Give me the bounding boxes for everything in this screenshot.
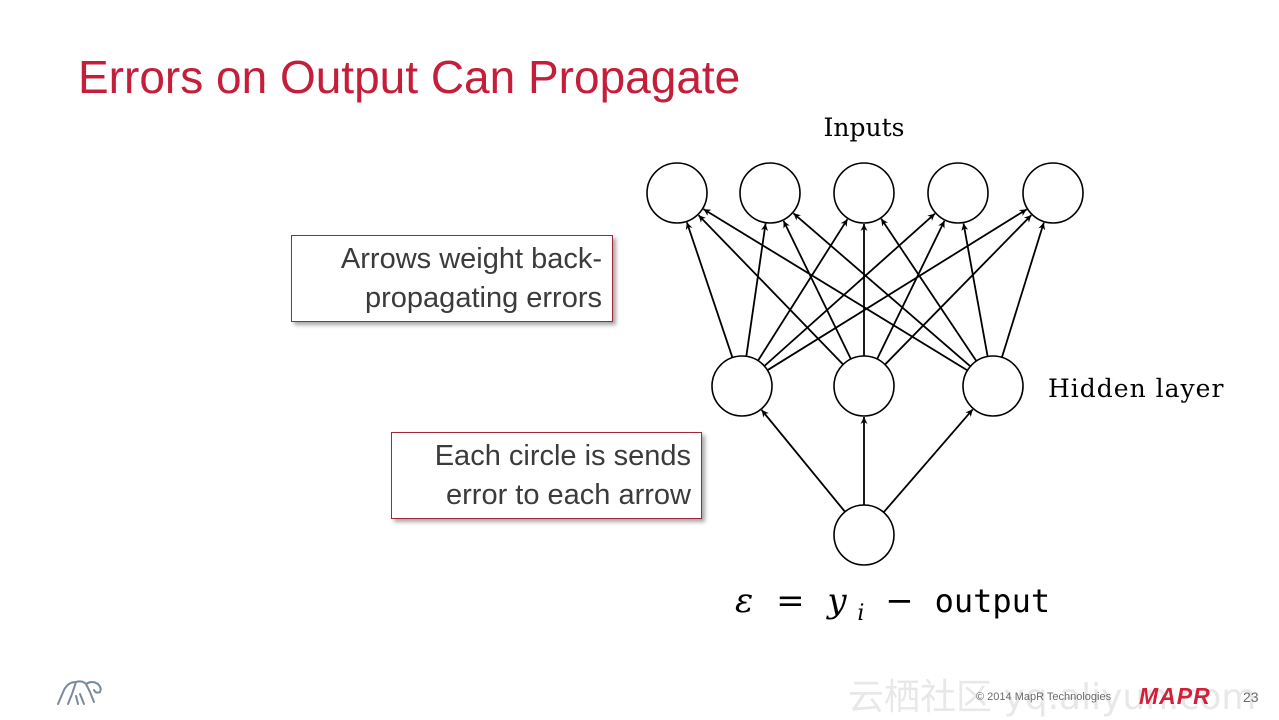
arrow-hidden-1-to-input-4 [763,212,936,367]
callout-each-circle: Each circle is sends error to each arrow [391,432,702,519]
arrow-output-to-hidden-1 [760,409,846,513]
formula-epsilon: ε [735,581,753,621]
page-number: 23 [1243,689,1259,705]
arrow-hidden-3-to-input-2 [792,212,971,368]
input-node-3 [833,162,895,224]
formula-minus: − [885,581,914,621]
input-node-4 [927,162,989,224]
input-node-1 [646,162,708,224]
hidden-node-2 [833,355,895,417]
hidden-node-3 [962,355,1024,417]
error-formula: ε = y i − output [735,581,1050,629]
arrow-hidden-1-to-input-3 [757,218,849,362]
watermark: 云栖社区 yq.aliyun.com [848,677,1257,718]
callout-1-line-1: Arrows weight back- [340,243,602,275]
arrow-hidden-2-to-input-4 [876,220,946,360]
output-node [833,504,895,566]
arrow-hidden-3-to-input-1 [702,208,968,372]
inputs-label: Inputs [824,113,905,142]
callout-2-line-2: error to each arrow [446,479,691,511]
arrow-hidden-1-to-input-1 [685,222,734,358]
arrow-hidden-2-to-input-2 [782,220,852,360]
formula-output: output [935,582,1051,620]
hidden-layer-label: Hidden layer [1048,374,1224,403]
formula-y: y [825,581,847,621]
arrow-hidden-3-to-input-5 [1001,222,1046,358]
input-node-2 [739,162,801,224]
callout-2-line-1: Each circle is sends [434,440,691,472]
elephant-icon [56,676,104,711]
arrow-hidden-2-to-input-5 [884,214,1032,366]
arrow-output-to-hidden-3 [882,408,974,513]
arrow-hidden-1-to-input-5 [767,208,1028,371]
input-node-5 [1022,162,1084,224]
callout-arrows-weight: Arrows weight back- propagating errors [291,235,613,322]
copyright-text: © 2014 MapR Technologies [976,691,1112,703]
arrow-hidden-1-to-input-2 [745,223,769,357]
hidden-node-1 [711,355,773,417]
formula-subscript: i [857,601,864,626]
arrow-hidden-2-to-input-1 [697,214,844,366]
callout-1-line-2: propagating errors [365,282,602,314]
mapr-logo-text: MAPR [1139,683,1211,709]
arrow-hidden-3-to-input-4 [961,223,989,357]
formula-equals: = [776,581,805,621]
slide-title: Errors on Output Can Propagate [78,51,741,103]
arrow-hidden-3-to-input-3 [880,218,978,362]
